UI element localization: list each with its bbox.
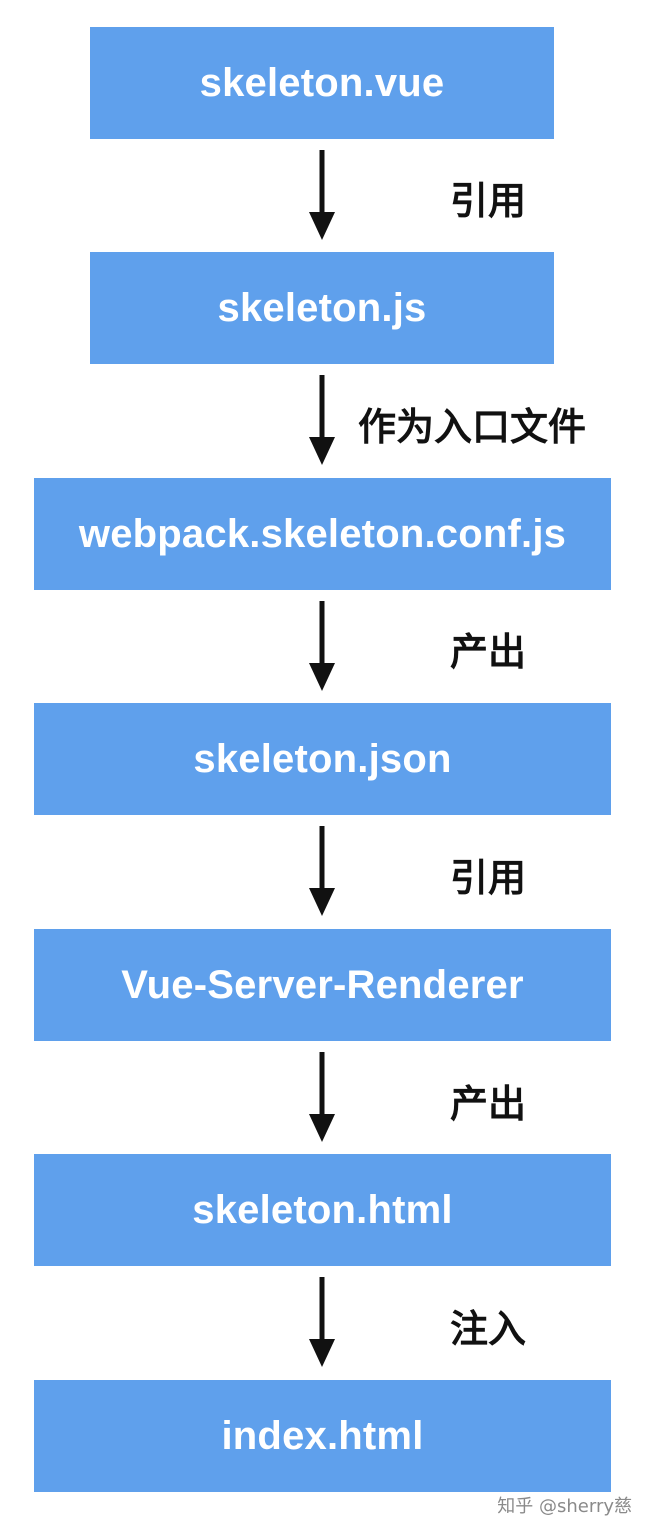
node-vue-server-renderer: Vue-Server-Renderer — [34, 929, 611, 1041]
arrow-down-icon — [309, 601, 335, 691]
node-skeleton-vue: skeleton.vue — [90, 27, 554, 139]
arrow-down-icon — [309, 375, 335, 465]
edge-label-entry-file: 作为入口文件 — [358, 405, 587, 449]
node-skeleton-html: skeleton.html — [34, 1154, 611, 1266]
edge-label-reference: 引用 — [450, 179, 527, 223]
edge-label-inject: 注入 — [450, 1307, 527, 1351]
edge-label-output: 产出 — [450, 630, 527, 674]
node-webpack-skeleton-conf: webpack.skeleton.conf.js — [34, 478, 611, 590]
node-skeleton-js: skeleton.js — [90, 252, 554, 364]
arrow-down-icon — [309, 1277, 335, 1367]
edge-label-reference: 引用 — [450, 856, 527, 900]
node-skeleton-json: skeleton.json — [34, 703, 611, 815]
arrow-down-icon — [309, 1052, 335, 1142]
node-index-html: index.html — [34, 1380, 611, 1492]
watermark: 知乎 @sherry慈 — [497, 1496, 632, 1517]
arrow-down-icon — [309, 826, 335, 916]
arrow-down-icon — [309, 150, 335, 240]
edge-label-output: 产出 — [450, 1082, 527, 1126]
